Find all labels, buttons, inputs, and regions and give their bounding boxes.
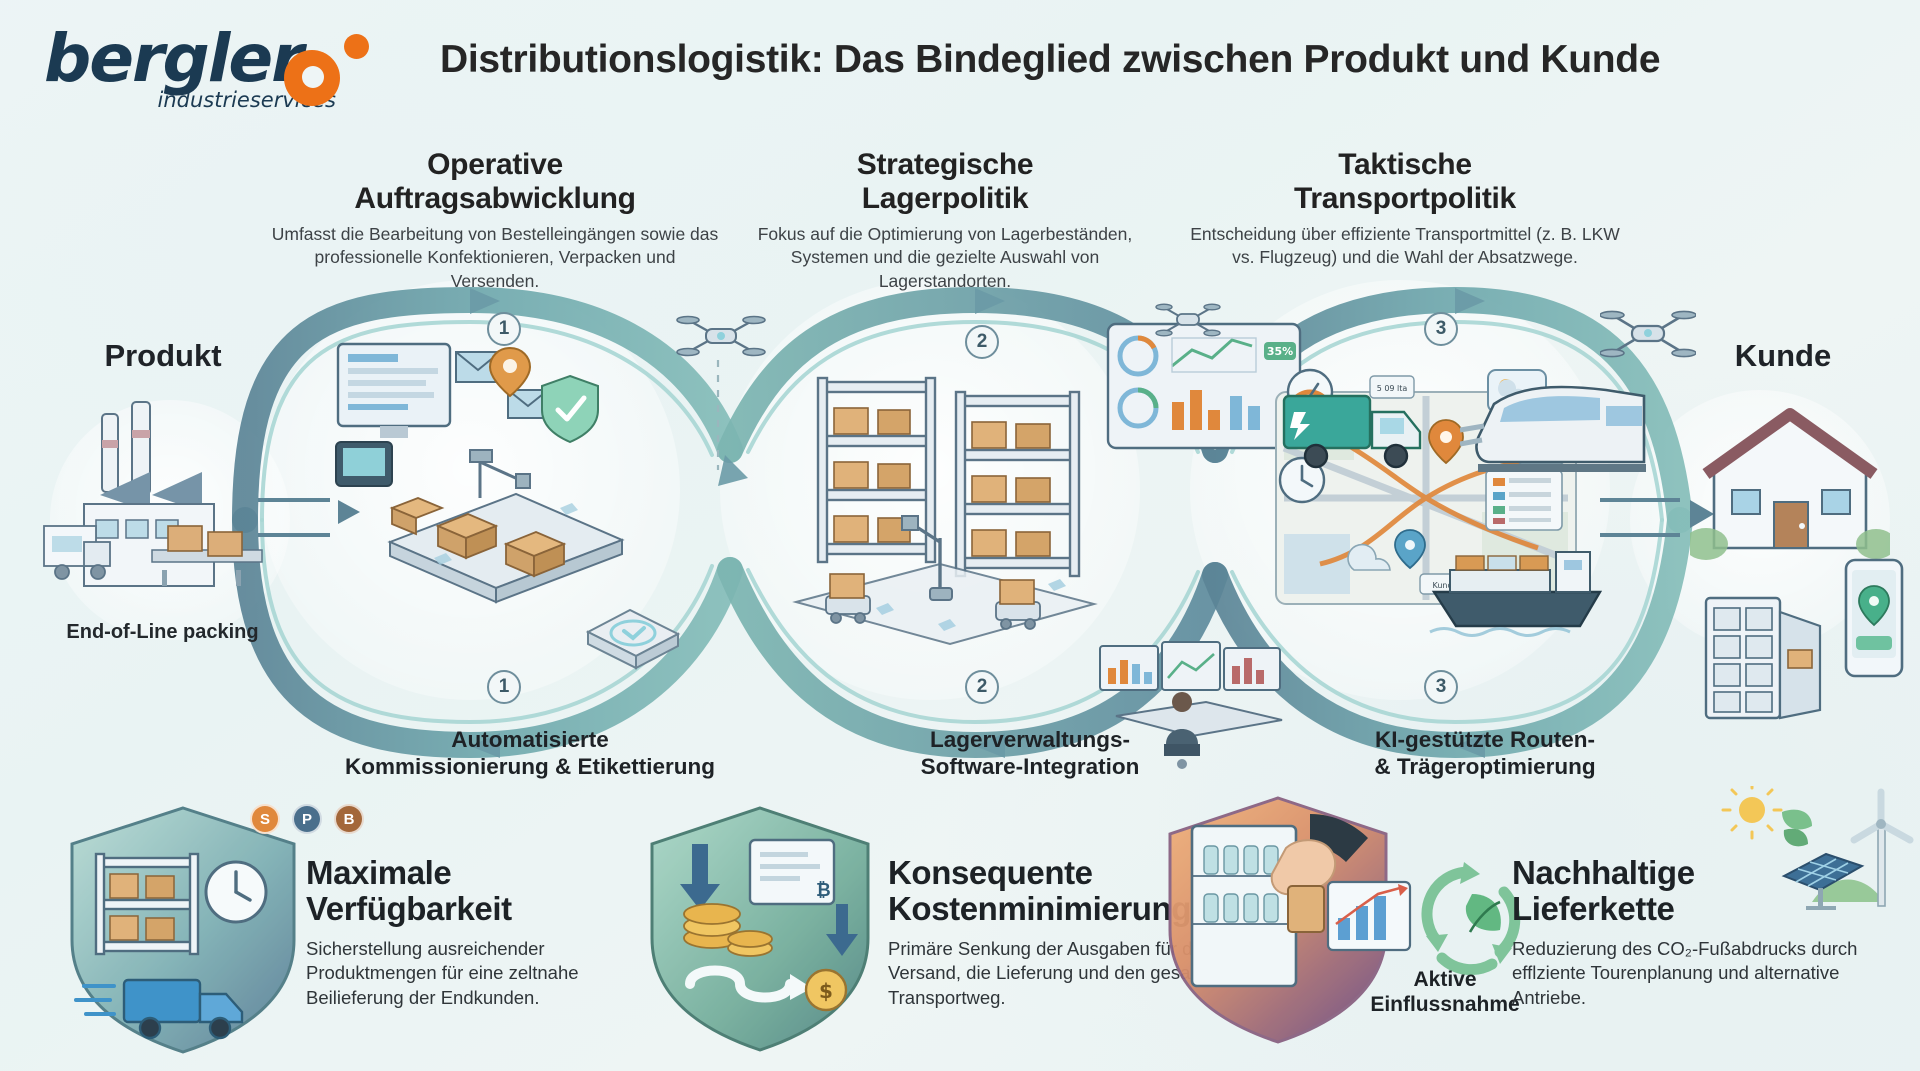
phase-title-1-line1: Operative [427,148,563,181]
logo-dot-icon [344,34,369,59]
label-produkt: Produkt [104,338,222,373]
influence-label: Aktive Einflussnahme [1355,968,1535,1018]
benefit-description-2: Primäre Senkung der Ausgaben für den Ver… [888,937,1232,1008]
phase-header-1: Operative Auftragsabwicklung Umfasst die… [270,148,720,293]
label-kunde: Kunde [1734,338,1832,373]
logo-circle-inner-icon [302,66,324,88]
benefit-title-2-line2: Kostenminimierung [888,890,1192,928]
phase-caption-2-line1: Lagerverwaltungs- [929,727,1131,752]
phase-caption-1-line1: Automatisierte [451,727,609,752]
train-icon [1460,385,1646,472]
factory-icon [43,401,263,587]
benefit-title-3-line1: Nachhaltige [1512,854,1695,891]
container-ship-icon [1429,551,1603,637]
coin-badge-b: B [334,804,364,834]
brand-name: bergler [44,20,304,97]
phase-title-2-line1: Strategische [856,148,1034,181]
svg-text:$: $ [819,979,833,1003]
svg-text:₿: ₿ [816,880,831,901]
shield-availability-icon [70,806,296,1054]
phase-title-3-line2: Transportpolitik [1294,181,1516,215]
phase-caption-1-line2: Kommissionierung & Etikettierung [344,754,716,779]
renewable-energy-illustration [1721,786,1914,910]
coin-badge-s: S [250,804,280,834]
benefit-title-1: Maximale Verfügbarkeit [306,854,636,928]
influence-label-line1: Aktive [1413,968,1477,991]
page-title: Distributionslogistik: Das Bindeglied zw… [440,38,1661,81]
check-pad-icon [585,608,681,670]
phase-title-1-line2: Auftragsabwicklung [354,181,636,215]
stage-badge-1-bottom: 1 [487,670,521,704]
influence-label-line2: Einflussnahme [1370,992,1520,1016]
phase-title-3-line1: Taktische [1338,148,1472,181]
benefit-title-2: Konsequente Kostenminimierung [888,854,1258,928]
smartphone-icon [1844,558,1904,678]
kpi-dashboard: 35% [1106,322,1302,450]
phase-caption-2: Lagerverwaltungs- Software-Integration [830,726,1230,780]
shield-influence-icon [1168,796,1412,1044]
benefit-description-1: Sicherstellung ausreichender Produktmeng… [306,937,579,1008]
map-label-kunde: Kunde [1433,581,1458,590]
phase-caption-3-line1: KI-gestützte Routen- [1375,727,1595,752]
order-processing-illustration [335,342,625,604]
drone-icon [1155,303,1221,337]
electric-truck-icon [1282,394,1422,469]
warehouse-illustration [792,376,1098,646]
analyst-workstation-illustration [1099,641,1283,769]
benefit-title-3: Nachhaltige Lieferkette [1512,854,1892,928]
benefit-block-3: Nachhaltige Lieferkette Reduzierung des … [1512,854,1892,1010]
brand-logo: bergler industrieservices [44,26,374,126]
phase-header-2: Strategische Lagerpolitik Fokus auf die … [735,148,1155,293]
phase-caption-2-line2: Software-Integration [920,754,1140,779]
benefit-title-3-line2: Lieferkette [1512,890,1675,928]
phase-title-3: Taktische Transportpolitik [1180,148,1630,215]
phase-caption-3-line2: & Trägeroptimierung [1374,754,1596,779]
coin-badge-p: P [292,804,322,834]
phase-description-2: Fokus auf die Optimierung von Lagerbestä… [757,224,1133,291]
stage-badge-2-top: 2 [965,325,999,359]
benefit-description-3: Reduzierung des CO₂-Fußabdrucks durch ef… [1512,937,1858,1008]
phase-title-2-line2: Lagerpolitik [861,181,1029,215]
benefit-block-2: Konsequente Kostenminimierung Primäre Se… [888,854,1258,1010]
phase-description-1: Umfasst die Bearbeitung von Bestelleingä… [271,224,719,291]
drone-icon [676,315,766,357]
drone-icon [1600,310,1696,358]
shield-cost-icon: ₿ $ [650,806,870,1052]
phase-header-3: Taktische Transportpolitik Entscheidung … [1180,148,1630,270]
phase-title-1: Operative Auftragsabwicklung [270,148,720,215]
phase-description-3: Entscheidung über effiziente Transportmi… [1190,224,1620,268]
benefit-title-1-line2: Verfügbarkeit [306,890,512,928]
label-end-of-line-packing: End-of-Line packing [66,621,259,643]
stage-badge-3-top: 3 [1424,312,1458,346]
house-icon [1690,408,1890,560]
benefit-title-1-line1: Maximale [306,854,452,891]
map-chip-1: 5 09 lta [1377,384,1408,393]
kpi-percent-value: 35% [1267,345,1293,358]
benefit-title-2-line1: Konsequente [888,854,1093,891]
recycle-icon [1421,862,1521,976]
stage-badge-2-bottom: 2 [965,670,999,704]
phase-caption-1: Automatisierte Kommissionierung & Etiket… [280,726,780,780]
phase-title-2: Strategische Lagerpolitik [735,148,1155,215]
stage-badge-1-top: 1 [487,312,521,346]
phase-caption-3: KI-gestützte Routen- & Trägeroptimierung [1285,726,1685,780]
parcel-locker-icon [1704,596,1822,720]
stage-badge-3-bottom: 3 [1424,670,1458,704]
benefit-block-1: Maximale Verfügbarkeit Sicherstellung au… [306,854,636,1010]
